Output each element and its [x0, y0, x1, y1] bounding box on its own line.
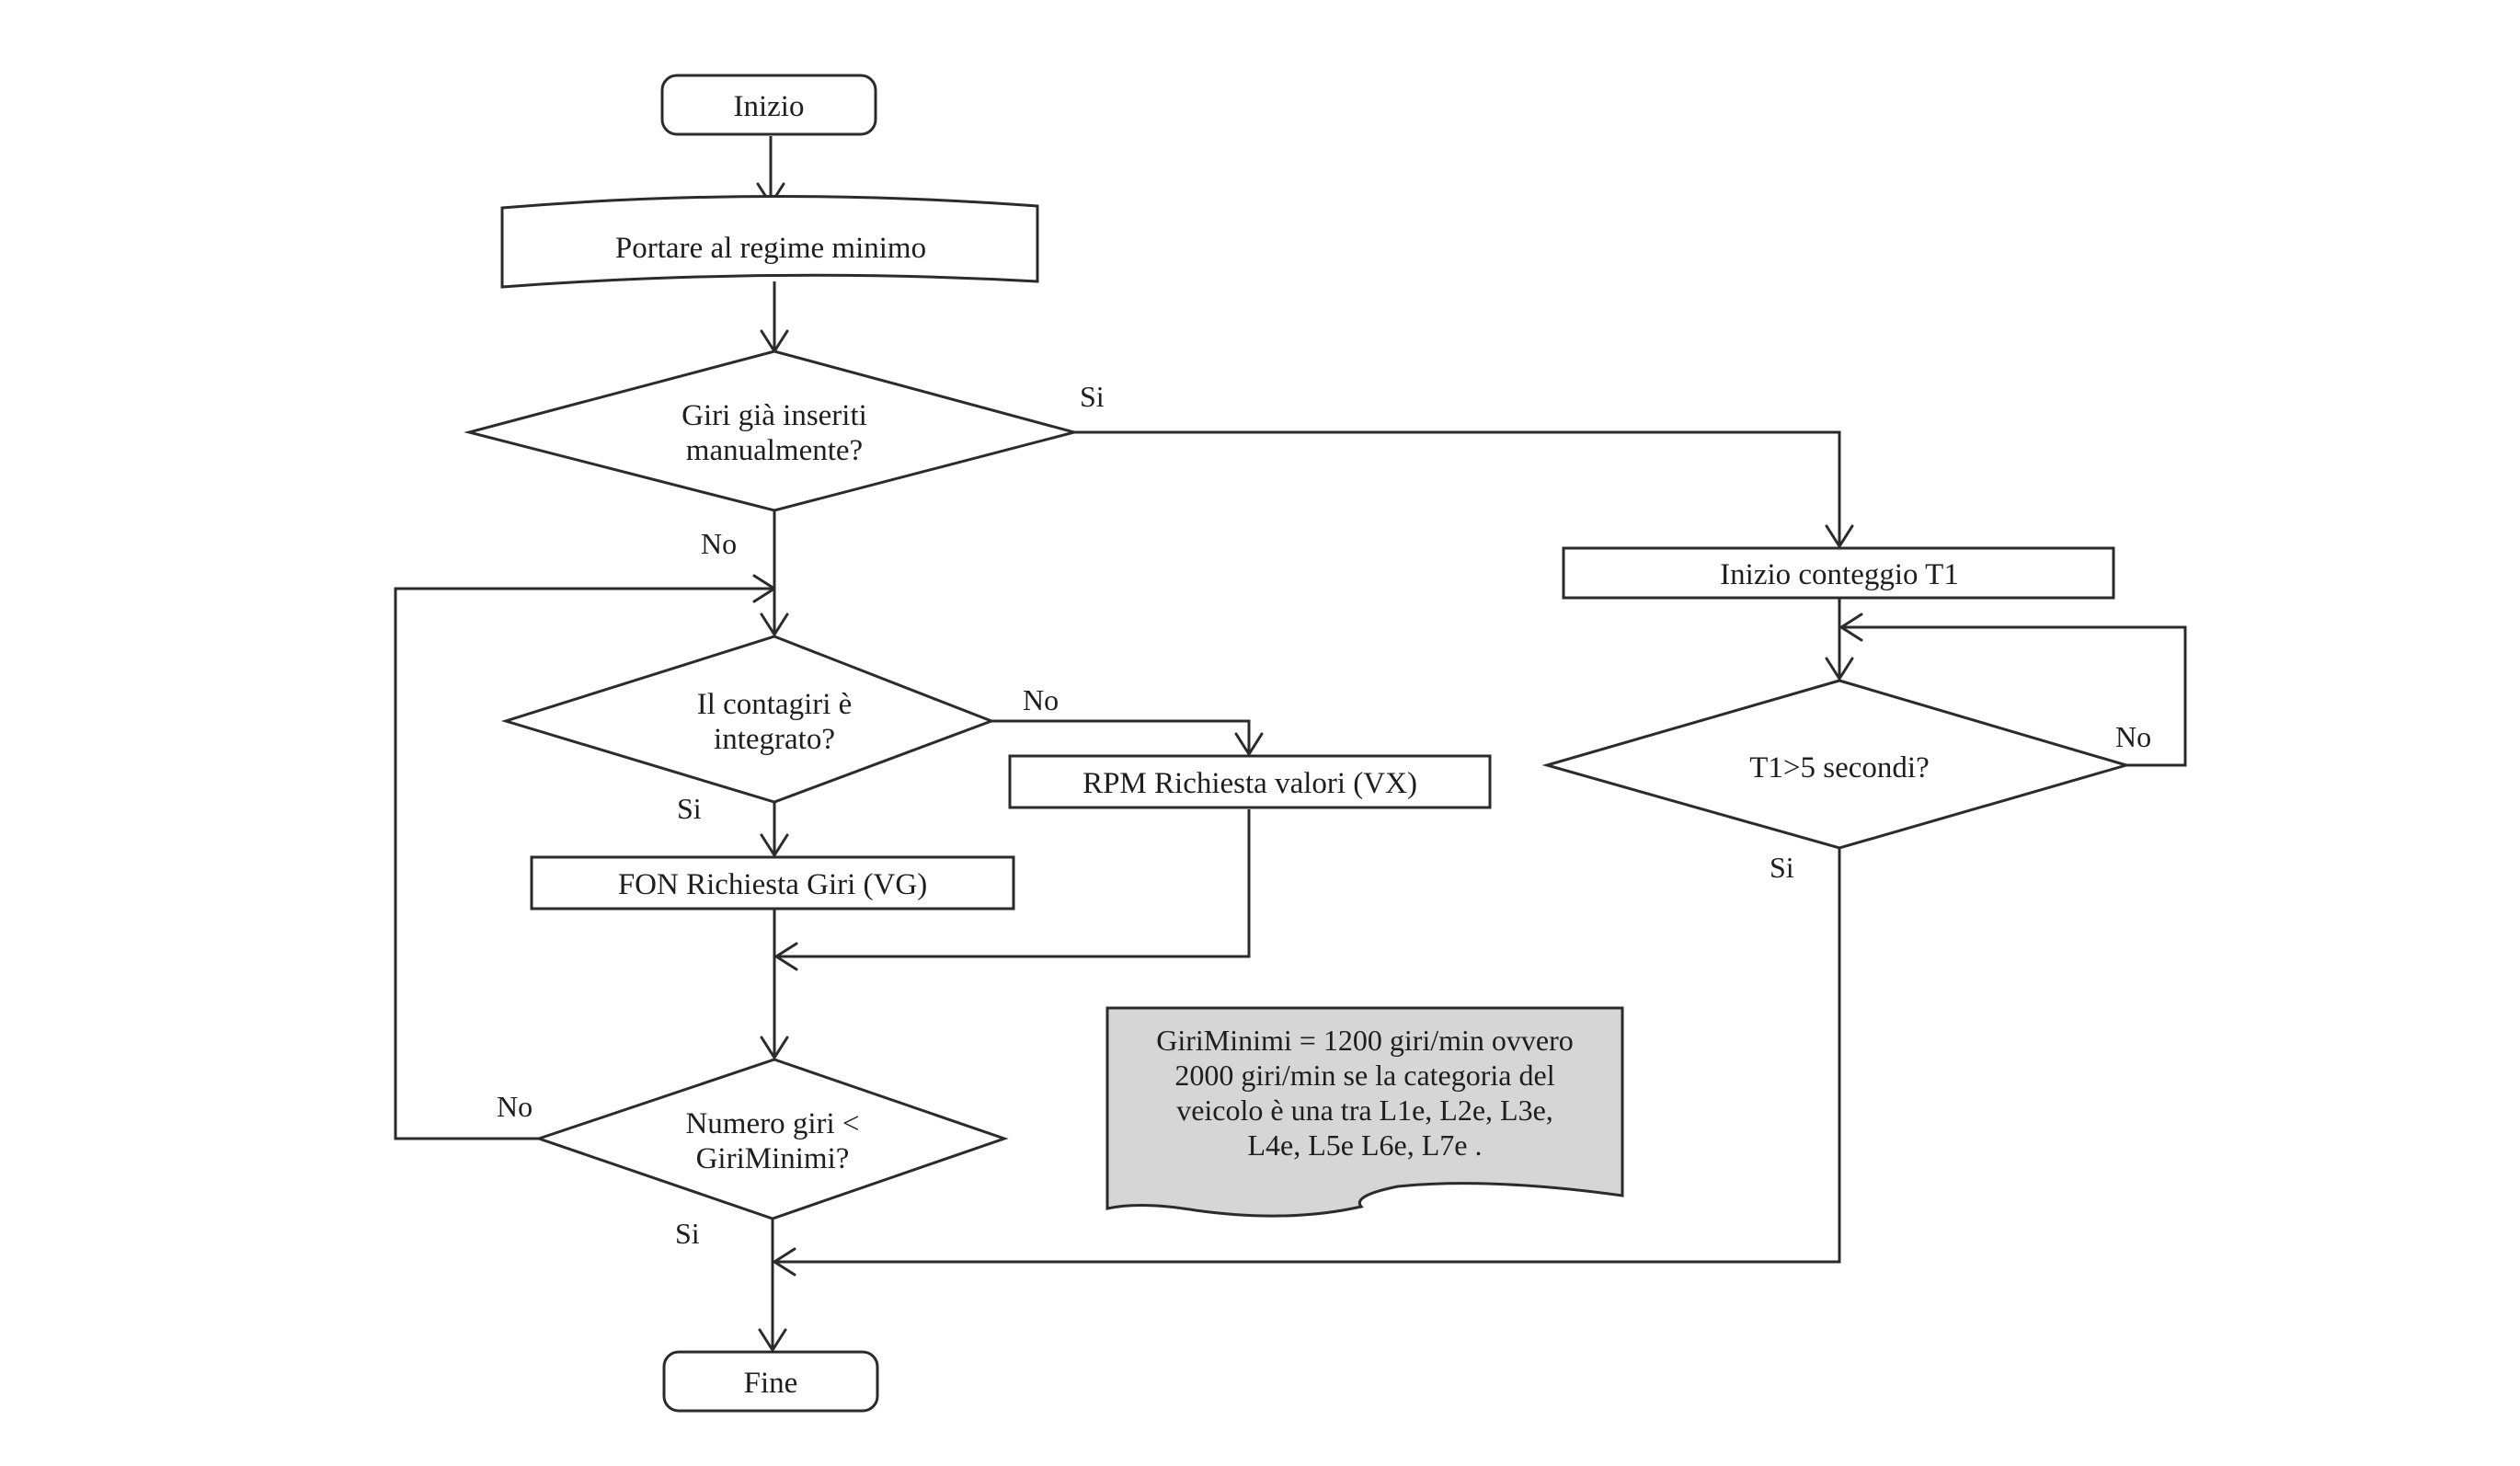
- note-line-4: L4e, L5e L6e, L7e .: [1248, 1128, 1483, 1162]
- arrowhead: [774, 942, 798, 971]
- fon-request-box: [530, 855, 1015, 911]
- connector-t1-no-loop: [1841, 625, 2187, 767]
- note-shape: [1105, 1006, 1624, 1218]
- decision-t1-label: T1>5 secondi?: [1749, 751, 1929, 785]
- end-label: Fine: [744, 1367, 798, 1400]
- arrowhead: [773, 1247, 796, 1277]
- branch-label-t1-yes: Si: [1770, 851, 1794, 884]
- connector-manual-yes: [1074, 430, 1841, 546]
- t1-start-label: Inizio conteggio T1: [1720, 558, 1959, 591]
- decision-integrated: [500, 635, 996, 804]
- branch-label-manual-yes: Si: [1080, 380, 1105, 413]
- start-label: Inizio: [734, 90, 805, 123]
- decision-manual: [464, 349, 1080, 512]
- branch-label-integrated-no: No: [1023, 683, 1059, 716]
- arrowhead: [760, 1036, 789, 1059]
- branch-label-min-no: No: [497, 1090, 533, 1123]
- rpm-request-label: RPM Richiesta valori (VX): [1082, 767, 1417, 800]
- idle-step-shape: [500, 194, 1039, 289]
- decision-integrated-line2: integrato?: [714, 723, 835, 756]
- arrowhead: [1839, 613, 1863, 642]
- fon-request-label: FON Richiesta Giri (VG): [618, 868, 927, 901]
- end-terminal: [662, 1350, 879, 1413]
- arrowhead: [760, 833, 789, 857]
- arrowhead: [1825, 657, 1854, 681]
- branch-label-t1-no: No: [2115, 720, 2151, 753]
- t1-start-box: [1562, 546, 2115, 600]
- arrowhead: [1234, 732, 1264, 756]
- branch-label-manual-no: No: [701, 527, 737, 560]
- note-line-3: veicolo è una tra L1e, L2e, L3e,: [1176, 1094, 1553, 1127]
- arrowhead: [760, 613, 789, 636]
- note-line-2: 2000 giri/min se la categoria del: [1174, 1059, 1554, 1092]
- arrowhead: [752, 574, 776, 603]
- connector-t1-yes: [774, 848, 1841, 1264]
- branch-label-min-yes: Si: [675, 1217, 700, 1250]
- note-line-1: GiriMinimi = 1200 giri/min ovvero: [1156, 1024, 1574, 1057]
- connector-integrated-no: [991, 719, 1251, 754]
- arrowhead: [1825, 524, 1854, 548]
- decision-min-rpm-line1: Numero giri <: [685, 1107, 859, 1140]
- start-terminal: [660, 74, 877, 136]
- branch-label-integrated-yes: Si: [677, 792, 702, 825]
- decision-manual-line1: Giri già inseriti: [682, 399, 867, 432]
- decision-manual-line2: manualmente?: [686, 434, 863, 467]
- decision-min-rpm-line2: GiriMinimi?: [696, 1142, 850, 1175]
- rpm-request-box: [1008, 754, 1492, 809]
- decision-integrated-line1: Il contagiri è: [697, 688, 853, 721]
- idle-step-label: Portare al regime minimo: [615, 232, 926, 265]
- decision-min-rpm: [534, 1058, 1009, 1220]
- decision-t1: [1541, 679, 2132, 850]
- connector-min-no-loop: [394, 587, 774, 1140]
- arrowhead: [758, 1328, 787, 1352]
- connector-rpm-merge: [776, 809, 1251, 958]
